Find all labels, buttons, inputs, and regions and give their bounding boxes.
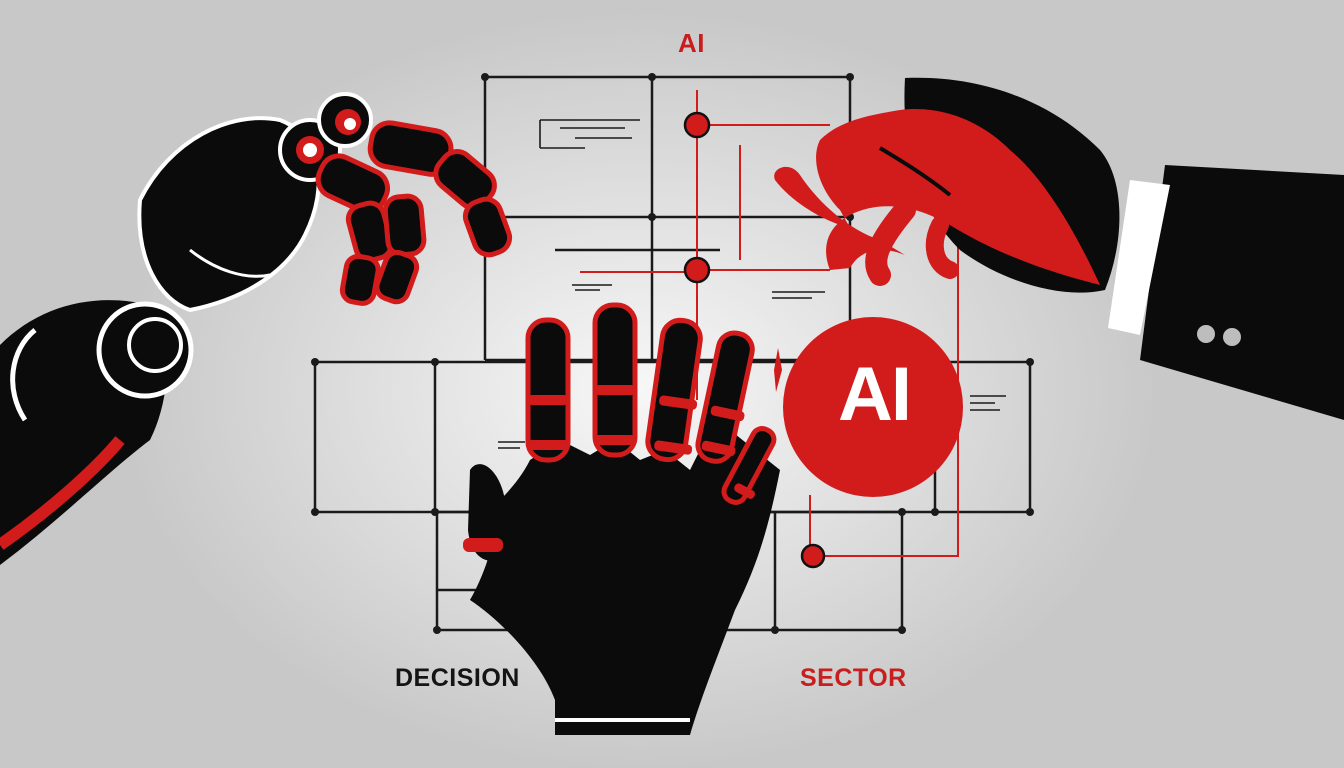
- ai-badge-text: AI: [838, 352, 912, 437]
- robotic-hand-left: [0, 92, 513, 565]
- sector-label: SECTOR: [800, 664, 907, 692]
- diagram-junction-dots: [311, 73, 1034, 634]
- ai-badge-circle: [783, 317, 963, 497]
- decision-label: DECISION: [395, 664, 520, 692]
- red-spark-icon: [774, 348, 782, 392]
- human-hand-right: [774, 77, 1344, 420]
- raised-robotic-palm: [463, 302, 780, 735]
- top-ai-label: AI: [678, 28, 705, 58]
- red-connector-nodes: [683, 111, 826, 569]
